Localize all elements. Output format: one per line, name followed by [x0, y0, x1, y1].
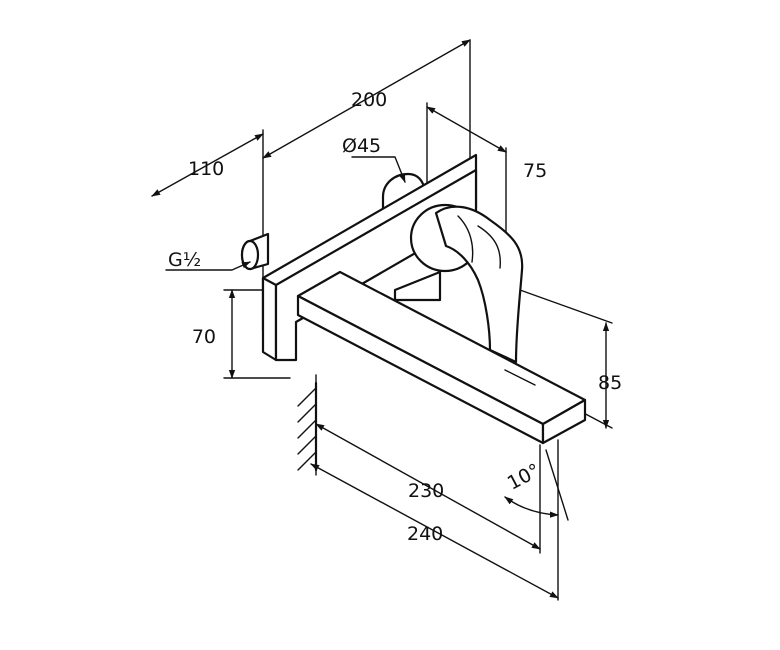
dim-plate-depth-line: [151, 133, 264, 197]
label-spout-reach: 230: [408, 480, 444, 502]
angle-ray: [545, 449, 569, 521]
dimension-labels: 200 110 Ø45 75 G½ 70 85 230 240 10°: [168, 89, 622, 545]
label-handle-offset: 75: [523, 160, 547, 182]
dim-handle-offset-line: [426, 106, 507, 153]
label-plate-depth: 110: [188, 158, 224, 180]
wall-section: [297, 381, 318, 472]
leader-connection-thread: [165, 261, 251, 271]
dimension-lines: [151, 39, 610, 599]
label-total-reach: 240: [407, 523, 443, 545]
label-overall-depth: 200: [351, 89, 387, 111]
spout: [296, 270, 587, 445]
label-plate-height: 70: [192, 326, 216, 348]
dim-overall-depth-line: [262, 39, 471, 159]
spout-neck: [393, 270, 442, 302]
dim-total-reach-line: [310, 463, 559, 599]
label-spout-height: 85: [598, 372, 622, 394]
angle-arc: [504, 496, 559, 518]
label-handle-diameter: Ø45: [342, 135, 381, 157]
handle-lever: [409, 203, 524, 364]
label-spout-angle: 10°: [504, 459, 544, 494]
faucet-body: [240, 153, 587, 445]
leader-handle-diameter: [351, 156, 406, 183]
label-connection-thread: G½: [168, 249, 201, 271]
